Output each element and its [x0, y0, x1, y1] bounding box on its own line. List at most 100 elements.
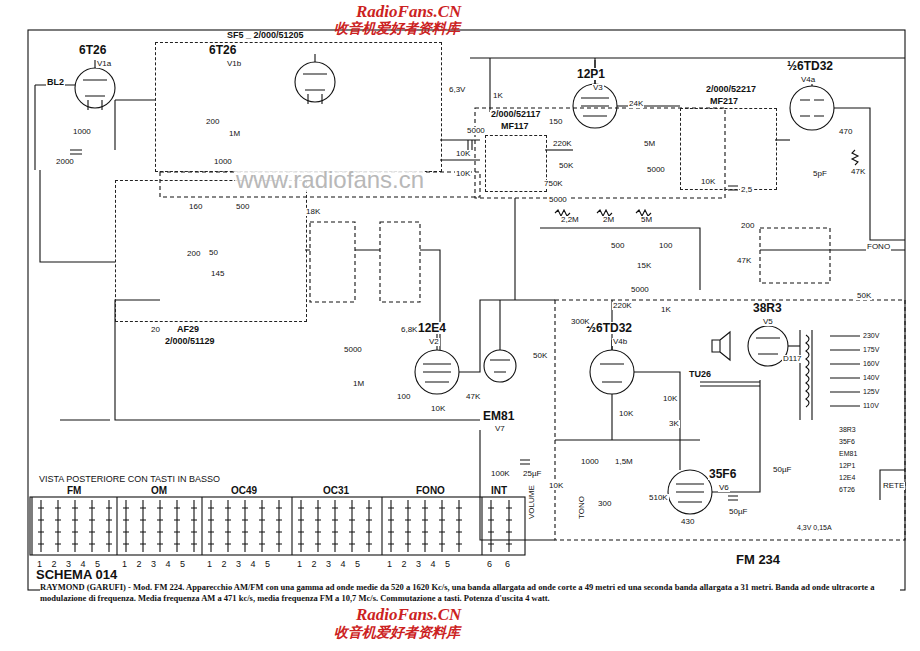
key-contact: [456, 500, 462, 552]
transformer-coil: [806, 335, 809, 407]
watermark: www.radiofans.cn: [235, 168, 425, 192]
key-contact: [422, 500, 428, 552]
part-name: FM: [66, 486, 82, 496]
component-value: 38R3: [838, 426, 857, 433]
component-value: 1M: [228, 130, 241, 138]
component-value: 20: [150, 326, 161, 334]
key-separator: [291, 497, 292, 555]
part-name: BL2: [46, 78, 65, 87]
component-value: 150: [548, 118, 563, 126]
control-name: VOLUME: [528, 484, 536, 520]
component-value: 125V: [862, 388, 880, 395]
component-value: 220K: [612, 302, 633, 310]
key-contact: [349, 500, 355, 552]
key-contact: [191, 500, 197, 552]
component-value: 5M: [640, 216, 653, 224]
component-value: 5000: [548, 196, 568, 204]
module-label: MF217: [709, 97, 739, 106]
key-contact: [332, 500, 338, 552]
component-value: 100K: [490, 470, 511, 478]
component-value: 1,5M: [614, 458, 634, 466]
key-contact: [298, 500, 304, 552]
component-value: 10K: [455, 150, 471, 158]
key-contact: [225, 500, 231, 552]
key-switch-panel: [30, 497, 525, 555]
component-value: 47K: [736, 257, 752, 265]
key-contact: [259, 500, 265, 552]
dashed-modules: [160, 108, 905, 540]
component-value: 160V: [862, 360, 880, 367]
part-name: SCHEMA 014: [35, 568, 118, 581]
tube-symbols: [75, 54, 834, 514]
component-value: 2M: [602, 216, 615, 224]
key-contact: [123, 500, 129, 552]
component-value: 500: [610, 242, 625, 250]
component-value: 15K: [636, 262, 652, 270]
part-name: OM: [150, 486, 168, 496]
key-contact: [55, 500, 61, 552]
part-name: EM81: [482, 410, 515, 422]
key-number: 1 2 3 4 5: [296, 560, 361, 569]
component-value: 25µF: [522, 470, 542, 478]
key-contact: [72, 500, 78, 552]
component-value: 18K: [305, 208, 321, 216]
component-value: 5000: [630, 286, 650, 294]
component-value: 220K: [552, 140, 573, 148]
part-name: 38R3: [752, 302, 783, 314]
part-name: 12P1: [576, 68, 606, 80]
component-value: 1000: [72, 128, 92, 136]
component-value: 145: [210, 270, 225, 278]
watermark: RadioFans.CN: [355, 606, 462, 623]
module-box: 2/000/52217MF217: [680, 108, 777, 190]
part-name: 35F6: [708, 468, 737, 480]
component-value: 6: [486, 560, 493, 569]
control-name: TONO: [578, 495, 586, 520]
component-value: 10K: [618, 410, 634, 418]
component-value: 10K: [700, 178, 716, 186]
component-value: D117: [782, 355, 803, 363]
key-separator: [381, 497, 382, 555]
component-value: 6,3V: [448, 86, 466, 94]
component-value: 6T26: [838, 486, 856, 493]
outer-border: [28, 30, 905, 590]
component-value: 300: [597, 500, 612, 508]
part-name: ½6TD32: [786, 60, 834, 72]
module-box: SF5 _ 2/000/51205: [155, 42, 442, 172]
component-value: 50: [208, 249, 219, 257]
component-value: V5: [762, 318, 774, 326]
component-value: EM81: [838, 450, 858, 457]
key-contact: [366, 500, 372, 552]
component-value: 5000: [646, 166, 666, 174]
key-separator: [116, 497, 117, 555]
key-contact: [157, 500, 163, 552]
key-contact: [488, 500, 494, 552]
part-name: TU26: [688, 370, 712, 379]
component-value: V2: [428, 338, 440, 346]
component-value: 110V: [862, 402, 880, 409]
part-name: 6T26: [208, 44, 237, 56]
component-value: 3K: [668, 420, 680, 428]
watermark: 收音机爱好者资料库: [333, 22, 461, 36]
key-contact: [388, 500, 394, 552]
key-number: 1 2 3 4 5: [206, 560, 271, 569]
component-value: 50K: [856, 292, 872, 300]
module-label: 2/000/51129: [164, 337, 216, 346]
component-value: V3: [592, 84, 604, 92]
key-contact: [506, 500, 512, 552]
component-value: 5000: [466, 127, 486, 135]
component-value: 10K: [430, 405, 446, 413]
component-value: 5pF: [812, 170, 828, 178]
component-value: 1000: [580, 458, 600, 466]
watermark: RadioFans.CN: [355, 3, 462, 20]
component-value: 2,2M: [560, 216, 580, 224]
key-contact: [405, 500, 411, 552]
component-value: 2000: [55, 158, 75, 166]
component-value: V6: [718, 484, 730, 492]
component-value: 24K: [628, 100, 644, 108]
component-value: 750K: [543, 180, 564, 188]
resistor-symbols: [555, 150, 858, 216]
module-label: 2/000/52217: [705, 85, 757, 94]
component-value: 175V: [862, 346, 880, 353]
